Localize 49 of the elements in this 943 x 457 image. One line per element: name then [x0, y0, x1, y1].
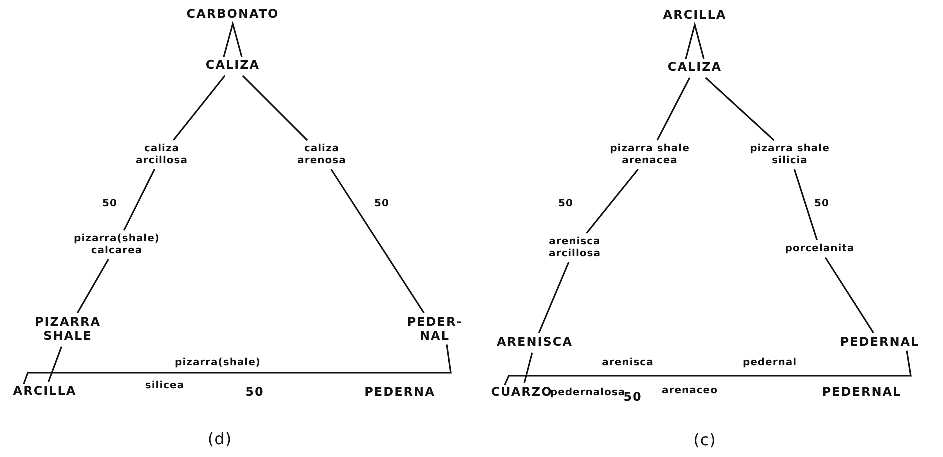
diagram-label: PEDERNAL — [822, 385, 902, 399]
rock-name: CALIZA — [198, 58, 268, 74]
connector-line — [586, 169, 639, 234]
connector-line — [794, 169, 818, 240]
diagram-label: pedernalosa — [550, 388, 626, 398]
panel-caption: (c) — [694, 430, 716, 450]
connector-line — [48, 346, 63, 382]
diagram-label: 50 — [814, 198, 830, 210]
rock-name: CALIZA — [660, 60, 730, 76]
rock-name: porcelanita — [780, 242, 860, 256]
connector-line — [656, 78, 691, 141]
connector-line — [223, 20, 243, 58]
rock-name: ARENISCA — [495, 335, 575, 351]
diagram-label: 50 — [624, 390, 642, 404]
rock-name: CARBONATO — [183, 7, 283, 23]
rock-name: pizarra shale silicia — [732, 142, 848, 168]
connector-line — [77, 259, 110, 314]
diagram-label: PEDERNA — [364, 385, 436, 399]
rock-name: PEDER- NAL — [405, 315, 465, 345]
connector-line — [242, 75, 308, 142]
diagram-label: pedernal — [742, 358, 798, 368]
diagram-label: 50 — [246, 385, 264, 399]
diagram-label: arenisca — [602, 358, 654, 368]
rock-name: ARCILLA — [660, 8, 730, 24]
rock-name: pizarra shale arenacea — [592, 142, 708, 168]
connector-line — [124, 169, 156, 231]
panel-caption: (d) — [208, 430, 232, 448]
diagram-label: arenaceo — [662, 386, 718, 396]
diagram-label: 50 — [374, 198, 390, 210]
connector-line — [330, 169, 425, 314]
connector-line — [685, 22, 705, 60]
diagram-label: pizarra(shale) — [175, 358, 261, 368]
connector-line — [705, 77, 775, 142]
rock-name: arenisca arcillosa — [538, 236, 612, 260]
rock-name: PIZARRA SHALE — [33, 315, 103, 345]
rock-name: ARCILLA — [10, 384, 80, 400]
diagram-label: 50 — [558, 198, 574, 210]
connector-line — [538, 262, 570, 334]
rock-name: caliza arenosa — [287, 142, 357, 168]
connector-line — [23, 344, 452, 384]
connector-line — [524, 352, 534, 384]
diagram-label: silicea — [145, 380, 185, 392]
connector-line — [172, 75, 226, 141]
rock-name: PEDERNAL — [835, 335, 925, 351]
rock-name: pizarra(shale) calcarea — [67, 232, 167, 258]
connector-line — [824, 257, 874, 334]
rock-name: caliza arcillosa — [127, 142, 197, 168]
diagram-label: 50 — [102, 198, 118, 210]
connector-line — [504, 350, 912, 386]
